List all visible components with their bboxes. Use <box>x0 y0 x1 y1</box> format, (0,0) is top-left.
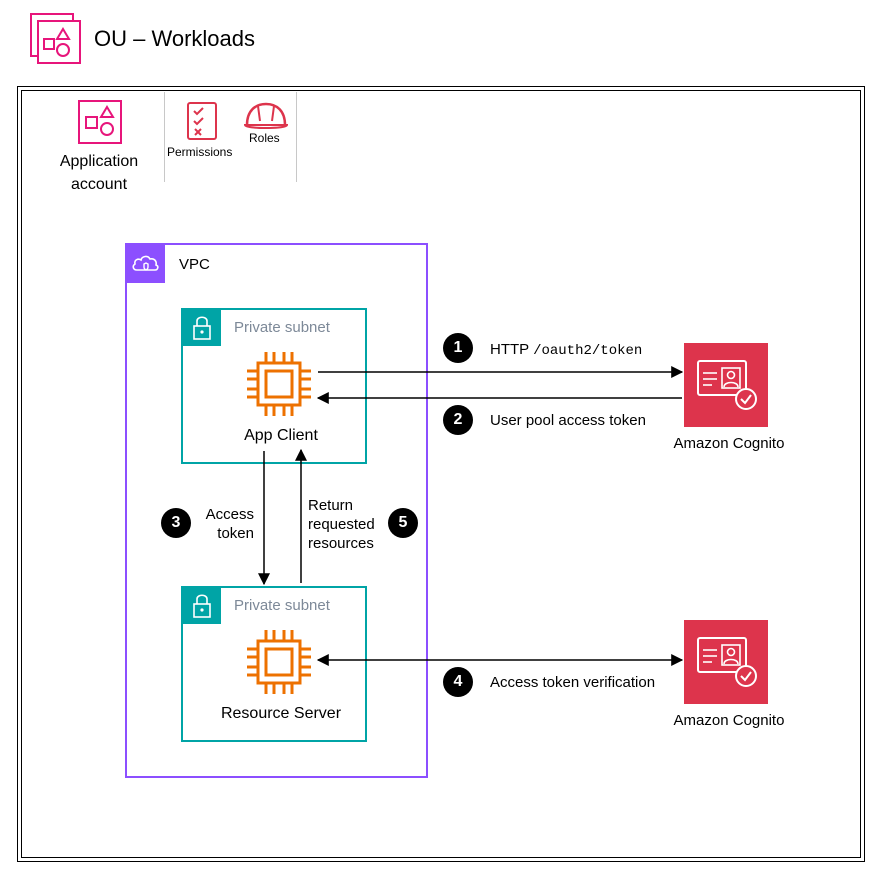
step-3-label: Access token <box>205 506 254 542</box>
account-frame-inner <box>21 90 861 858</box>
ec2-instance-chip-icon <box>244 627 314 697</box>
step-1-badge: 1 <box>443 333 473 363</box>
roles-label: Roles <box>249 131 280 145</box>
step-5-label: Return requested resources <box>308 497 375 552</box>
divider-left <box>164 92 165 182</box>
application-account-label: Application account <box>59 153 139 193</box>
permissions-label: Permissions <box>167 145 233 159</box>
vpc-cloud-icon <box>127 245 165 283</box>
step-1-label: HTTP /oauth2/token <box>490 341 643 359</box>
amazon-cognito-bottom-label: Amazon Cognito <box>673 712 785 729</box>
amazon-cognito-top-label: Amazon Cognito <box>673 435 785 452</box>
step-2-badge: 2 <box>443 405 473 435</box>
subnet-lock-icon <box>183 588 221 624</box>
organizational-unit-icon <box>30 13 82 65</box>
subnet-lock-icon <box>183 310 221 346</box>
amazon-cognito-icon <box>684 620 768 704</box>
roles-hardhat-icon <box>243 101 289 131</box>
private-subnet-bottom-label: Private subnet <box>234 597 330 614</box>
private-subnet-top-label: Private subnet <box>234 319 330 336</box>
application-account-icon <box>78 100 122 144</box>
vpc-container <box>125 243 428 778</box>
app-client-label: App Client <box>244 427 318 444</box>
step-4-label: Access token verification <box>490 674 656 691</box>
ou-title: OU – Workloads <box>94 26 255 51</box>
vpc-label: VPC <box>179 256 210 273</box>
resource-server-label: Resource Server <box>220 705 342 722</box>
step-3-badge: 3 <box>161 508 191 538</box>
private-subnet-top <box>181 308 367 464</box>
step-5-badge: 5 <box>388 508 418 538</box>
amazon-cognito-icon <box>684 343 768 427</box>
step-2-label: User pool access token <box>490 412 646 429</box>
divider-right <box>296 92 297 182</box>
permissions-checklist-icon <box>186 101 220 141</box>
account-frame <box>17 86 865 862</box>
step-4-badge: 4 <box>443 667 473 697</box>
ec2-instance-chip-icon <box>244 349 314 419</box>
